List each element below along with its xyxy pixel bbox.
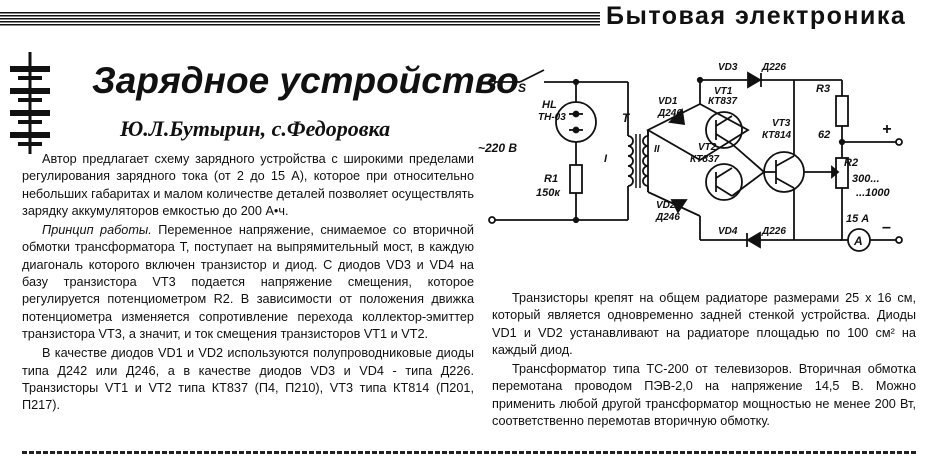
circuit-schematic: S HL ТН-03 ~220 В R1 150к T I II VD1 Д24… <box>478 62 903 252</box>
mounting-paragraph: Транзисторы крепят на общем радиаторе ра… <box>492 291 916 357</box>
r1-resistor <box>569 164 583 194</box>
principle-text: Переменное напряжение, снимаемое со втор… <box>22 223 475 341</box>
label-r3: R3 <box>816 83 830 95</box>
right-column: Транзисторы крепят на общем радиаторе ра… <box>492 290 916 430</box>
principle-lead: Принцип работы. <box>42 223 152 238</box>
label-vt3: VT3 <box>772 118 791 129</box>
mains-terminal-top <box>488 78 496 86</box>
label-primary: I <box>604 153 608 165</box>
label-vd4-type: Д226 <box>761 226 786 237</box>
minus-terminal <box>895 236 903 244</box>
vd4-diode-icon <box>746 231 761 249</box>
label-r2-value-b: ...1000 <box>856 187 891 199</box>
label-r3-value: 62 <box>818 129 830 141</box>
label-transformer: T <box>622 111 631 125</box>
label-vt2: VT2 <box>698 142 717 153</box>
vd1-diode-icon <box>668 108 686 126</box>
vd3-diode-icon <box>747 71 762 89</box>
principle-paragraph: Принцип работы. Переменное напряжение, с… <box>22 222 474 343</box>
battery-icon <box>10 52 50 154</box>
label-mains: ~220 В <box>478 141 517 155</box>
label-vd3: VD3 <box>718 62 738 73</box>
primary-winding <box>627 135 634 187</box>
label-ammeter: A <box>853 234 863 248</box>
label-vd1: VD1 <box>658 96 678 107</box>
article-authors: Ю.Л.Бутырин, с.Федоровка <box>120 116 391 141</box>
label-r2-value-a: 300... <box>852 173 880 185</box>
transformer-paragraph: Трансформатор типа ТС-200 от телевизоров… <box>492 362 916 429</box>
label-plus: + <box>882 121 891 138</box>
r3-resistor <box>835 95 849 127</box>
vt1-transistor-icon <box>705 111 743 149</box>
label-vt2-type: КТ837 <box>690 154 720 165</box>
label-vd2: VD2 <box>656 200 676 211</box>
label-vd4: VD4 <box>718 226 738 237</box>
label-vd1-type: Д246 <box>657 108 682 119</box>
vt2-transistor-icon <box>705 163 743 201</box>
intro-paragraph: Автор предлагает схему зарядного устройс… <box>22 152 474 218</box>
label-r1: R1 <box>544 173 558 185</box>
label-vt3-type: КТ814 <box>762 130 792 141</box>
mains-terminal-bottom <box>488 216 496 224</box>
label-ammeter-range: 15 А <box>846 213 869 225</box>
label-r2: R2 <box>844 157 858 169</box>
vd2-diode-icon <box>670 199 688 214</box>
label-vd3-type: Д226 <box>761 62 786 73</box>
switch-icon <box>519 69 545 83</box>
label-minus: – <box>882 219 891 236</box>
header-rule <box>0 12 600 26</box>
label-vt1: VT1 <box>714 86 733 97</box>
label-secondary: II <box>654 144 660 155</box>
label-vt1-type: КТ837 <box>708 96 738 107</box>
plus-terminal <box>895 138 903 146</box>
label-r1-value: 150к <box>536 187 561 199</box>
left-column: Автор предлагает схему зарядного устройс… <box>22 151 474 414</box>
label-lamp-type: ТН-03 <box>538 112 566 123</box>
components-paragraph: В качестве диодов VD1 и VD2 используются… <box>22 346 474 413</box>
section-title: Бытовая электроника <box>606 2 907 30</box>
label-switch: S <box>518 81 526 95</box>
label-lamp: HL <box>542 99 557 111</box>
label-vd2-type: Д246 <box>655 212 680 223</box>
secondary-winding <box>642 135 649 187</box>
footer-rule <box>22 451 916 454</box>
article-title: Зарядное устройство <box>92 60 519 101</box>
